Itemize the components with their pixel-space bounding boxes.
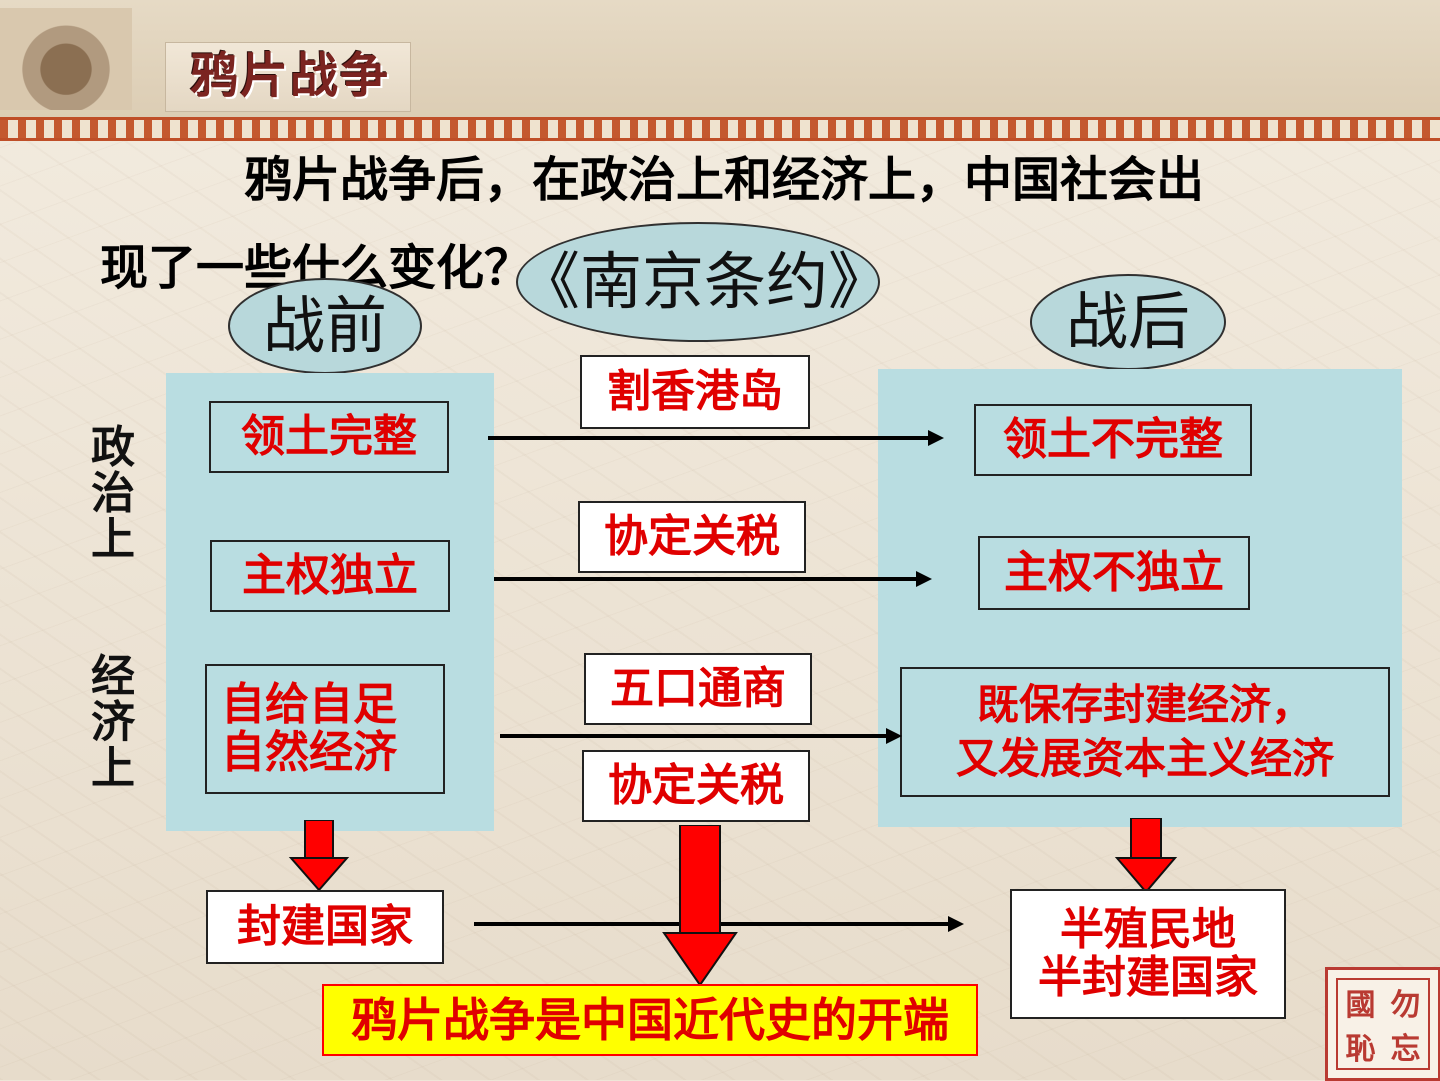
after-sovereignty-text: 主权不独立 xyxy=(1004,549,1224,597)
economy-label: 经 济 上 xyxy=(83,654,143,792)
term-tariff-1-text: 协定关税 xyxy=(604,513,780,561)
term-hongkong-text: 割香港岛 xyxy=(607,368,783,416)
slide-title: 鸦片战争 xyxy=(175,45,405,107)
before-territory-text: 领土完整 xyxy=(241,413,417,461)
seal-char-1: 國 xyxy=(1338,980,1383,1024)
result-after-line2: 半封建国家 xyxy=(1038,954,1258,1002)
after-sovereignty-box: 主权不独立 xyxy=(978,536,1250,610)
question-line-1: 鸦片战争后，在政治上和经济上，中国社会出 xyxy=(244,152,1204,208)
seal-frame: 國 勿 恥 忘 xyxy=(1336,978,1430,1070)
after-territory-text: 领土不完整 xyxy=(1003,416,1223,464)
down-arrow-after xyxy=(1113,818,1179,894)
term-tariff-2-text: 协定关税 xyxy=(608,762,784,810)
term-ports-text: 五口通商 xyxy=(610,665,786,713)
arrow-line-territory xyxy=(488,436,930,440)
arrow-head-result xyxy=(948,916,964,932)
before-economy-box: 自给自足 自然经济 xyxy=(205,664,445,794)
before-sovereignty-text: 主权独立 xyxy=(242,552,418,600)
after-ellipse: 战后 xyxy=(1030,274,1226,370)
conclusion-banner: 鸦片战争是中国近代史的开端 xyxy=(322,984,978,1056)
result-after-box: 半殖民地 半封建国家 xyxy=(1010,889,1286,1019)
before-territory-box: 领土完整 xyxy=(209,401,449,473)
before-ellipse: 战前 xyxy=(228,278,422,374)
arrow-line-sovereignty xyxy=(494,577,918,581)
treaty-ellipse: 《南京条约》 xyxy=(516,222,880,342)
arrow-head-sovereignty xyxy=(916,571,932,587)
after-economy-line2: 又发展资本主义经济 xyxy=(956,732,1334,786)
result-before-text: 封建国家 xyxy=(237,903,413,951)
before-economy-line2: 自然经济 xyxy=(221,729,397,777)
down-arrow-center xyxy=(660,825,740,987)
term-hongkong-box: 割香港岛 xyxy=(580,355,810,429)
sculpture-image xyxy=(0,8,132,110)
result-before-box: 封建国家 xyxy=(206,890,444,964)
term-ports-box: 五口通商 xyxy=(584,653,812,725)
after-label: 战后 xyxy=(1066,291,1190,353)
seal-char-2: 勿 xyxy=(1383,980,1428,1024)
after-economy-line1: 既保存封建经济， xyxy=(956,678,1334,732)
seal-char-4: 忘 xyxy=(1383,1024,1428,1068)
arrow-head-economy xyxy=(886,728,902,744)
arrow-head-territory xyxy=(928,430,944,446)
before-sovereignty-box: 主权独立 xyxy=(210,540,450,612)
before-label: 战前 xyxy=(263,295,387,357)
arrow-line-economy xyxy=(500,734,888,738)
treaty-label: 《南京条约》 xyxy=(518,251,878,313)
term-tariff-1-box: 协定关税 xyxy=(578,501,806,573)
seal-stamp: 國 勿 恥 忘 xyxy=(1325,967,1440,1081)
after-economy-box: 既保存封建经济， 又发展资本主义经济 xyxy=(900,667,1390,797)
politics-label: 政 治 上 xyxy=(83,425,143,563)
after-territory-box: 领土不完整 xyxy=(974,404,1252,476)
seal-char-3: 恥 xyxy=(1338,1024,1383,1068)
result-after-line1: 半殖民地 xyxy=(1038,906,1258,954)
down-arrow-before xyxy=(287,820,351,892)
before-economy-line1: 自给自足 xyxy=(221,681,397,729)
term-tariff-2-box: 协定关税 xyxy=(582,750,810,822)
